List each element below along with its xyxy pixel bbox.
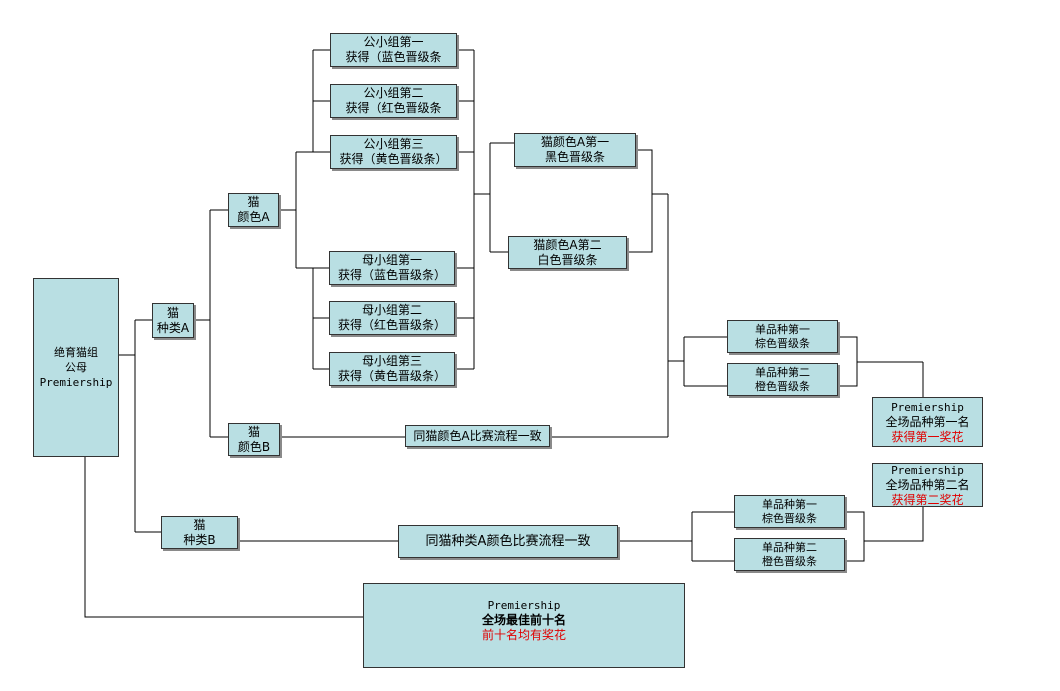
breed-a-first-line2: 棕色晋级条 [755, 336, 810, 350]
breed-a-second-line1: 单品种第二 [755, 365, 810, 379]
show-first-line1: Premiership [891, 400, 964, 414]
color-b-line1: 猫 [247, 424, 260, 439]
same-color-flow-box: 同猫颜色A比赛流程一致 [405, 425, 550, 447]
female-group-2: 母小组第二 获得（红色晋级条） [329, 301, 455, 335]
show-first-line2: 全场品种第一名 [885, 414, 970, 429]
color-a-line1: 猫 [247, 195, 260, 209]
show-second-box: Premiership 全场品种第二名 获得第二奖花 [872, 463, 983, 507]
male-group-3: 公小组第三 获得（黄色晋级条） [330, 135, 457, 169]
color-b-line2: 颜色B [237, 439, 271, 454]
color-a-first: 猫颜色A第一 黑色晋级条 [514, 133, 636, 167]
breed-a-line2: 种类A [156, 320, 190, 335]
show-first-line3: 获得第一奖花 [891, 429, 964, 444]
show-second-line2: 全场品种第二名 [885, 477, 970, 492]
female-group-3-line2: 获得（黄色晋级条） [337, 369, 446, 383]
breed-a-first: 单品种第一 棕色晋级条 [727, 320, 838, 353]
male-group-1-line1: 公小组第一 [363, 35, 424, 49]
color-a-second: 猫颜色A第二 白色晋级条 [508, 236, 627, 269]
breed-b-second: 单品种第二 橙色晋级条 [734, 538, 845, 571]
top-ten-line3: 前十名均有奖花 [481, 628, 566, 642]
top-ten-line1: Premiership [487, 599, 561, 612]
female-group-2-line1: 母小组第二 [361, 303, 422, 317]
male-group-1-line2: 获得（蓝色晋级条 [345, 50, 442, 64]
female-group-2-line2: 获得（红色晋级条） [337, 318, 446, 332]
male-group-2: 公小组第二 获得（红色晋级条 [330, 84, 457, 118]
root-line2: 公母 [65, 361, 87, 374]
female-group-1-line1: 母小组第一 [361, 253, 422, 267]
male-group-2-line1: 公小组第二 [363, 86, 424, 100]
breed-b-first: 单品种第一 棕色晋级条 [734, 495, 845, 528]
male-group-1: 公小组第一 获得（蓝色晋级条 [330, 33, 457, 67]
breed-a-box: 猫 种类A [152, 303, 194, 338]
breed-b-line2: 种类B [183, 532, 216, 547]
same-breed-flow-text: 同猫种类A颜色比赛流程一致 [425, 534, 591, 549]
top-ten-box: Premiership 全场最佳前十名 前十名均有奖花 [363, 583, 685, 668]
color-a-line2: 颜色A [237, 210, 270, 224]
breed-b-first-line2: 棕色晋级条 [762, 511, 817, 525]
root-line1: 绝育猫组 [54, 346, 98, 359]
color-a-first-line1: 猫颜色A第一 [540, 135, 610, 149]
breed-b-first-line1: 单品种第一 [762, 497, 817, 511]
male-group-3-line1: 公小组第三 [363, 137, 424, 151]
male-group-3-line2: 获得（黄色晋级条） [339, 152, 448, 166]
breed-a-line1: 猫 [166, 305, 179, 320]
root-box: 绝育猫组 公母 Premiership [33, 278, 119, 457]
breed-b-second-line1: 单品种第二 [762, 540, 817, 554]
color-b-box: 猫 颜色B [228, 423, 280, 456]
female-group-3-line1: 母小组第三 [361, 354, 422, 368]
color-a-second-line2: 白色晋级条 [537, 252, 598, 267]
breed-b-line1: 猫 [193, 517, 206, 532]
breed-b-box: 猫 种类B [161, 516, 238, 549]
same-breed-flow-box: 同猫种类A颜色比赛流程一致 [398, 525, 618, 558]
breed-a-second-line2: 橙色晋级条 [755, 379, 810, 393]
breed-b-second-line2: 橙色晋级条 [762, 554, 817, 568]
male-group-2-line2: 获得（红色晋级条 [345, 101, 442, 115]
breed-a-second: 单品种第二 橙色晋级条 [727, 363, 838, 396]
same-color-flow-text: 同猫颜色A比赛流程一致 [413, 428, 542, 443]
female-group-3: 母小组第三 获得（黄色晋级条） [329, 352, 455, 386]
color-a-first-line2: 黑色晋级条 [544, 150, 605, 164]
show-second-line1: Premiership [891, 463, 964, 477]
show-first-box: Premiership 全场品种第一名 获得第一奖花 [872, 397, 983, 447]
root-line3: Premiership [39, 376, 113, 389]
female-group-1-line2: 获得（蓝色晋级条） [337, 268, 446, 282]
breed-a-first-line1: 单品种第一 [755, 322, 810, 336]
color-a-second-line1: 猫颜色A第二 [533, 237, 602, 252]
color-a-box: 猫 颜色A [228, 193, 279, 227]
top-ten-line2: 全场最佳前十名 [481, 613, 566, 627]
female-group-1: 母小组第一 获得（蓝色晋级条） [329, 251, 455, 285]
show-second-line3: 获得第二奖花 [891, 492, 964, 507]
